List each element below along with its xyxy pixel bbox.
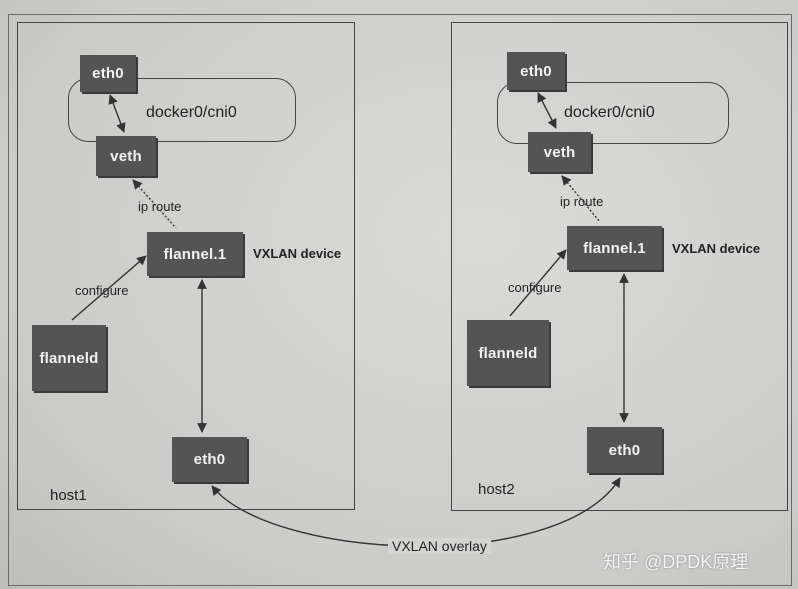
host1-flanneld[interactable]: flanneld	[32, 325, 106, 391]
host1-bridge-label: docker0/cni0	[146, 104, 237, 121]
watermark: 知乎 @DPDK原理	[603, 552, 749, 572]
host1-flannel[interactable]: flannel.1	[147, 232, 243, 276]
host1-ip-route-label: ip route	[138, 199, 182, 214]
host2-vxlan-device-label: VXLAN device	[672, 241, 761, 256]
host2-bridge-box	[497, 82, 729, 144]
host1-eth0-top[interactable]: eth0	[80, 55, 136, 92]
host1-label: host1	[50, 487, 87, 504]
host2-eth0-bottom[interactable]: eth0	[587, 427, 662, 473]
vxlan-overlay-label: VXLAN overlay	[388, 538, 491, 554]
host1-eth0-veth-arrow	[108, 94, 126, 133]
host1-eth0-bottom[interactable]: eth0	[172, 437, 247, 482]
host1-bridge-box	[68, 78, 296, 142]
host2-veth-flannel-arrow	[561, 175, 601, 223]
host1-configure-label: configure	[75, 283, 129, 298]
host1-flanneld-flannel-arrow	[71, 255, 147, 321]
host2-ip-route-label: ip route	[560, 194, 604, 209]
host2-eth0-top[interactable]: eth0	[507, 52, 565, 90]
host1-vxlan-device-label: VXLAN device	[253, 246, 342, 261]
host1-veth-flannel-arrow	[132, 179, 177, 229]
vxlan-overlay-curve	[211, 477, 621, 547]
host2-flanneld[interactable]: flanneld	[467, 320, 549, 386]
host2-bridge-label: docker0/cni0	[564, 104, 655, 121]
host2-box	[451, 22, 788, 511]
host2-veth[interactable]: veth	[528, 132, 591, 172]
host1-box	[17, 22, 355, 510]
host2-flannel[interactable]: flannel.1	[567, 226, 662, 270]
outer-frame	[8, 14, 792, 586]
host1-veth[interactable]: veth	[96, 136, 156, 176]
host2-eth0-veth-arrow	[537, 92, 557, 129]
host2-flanneld-flannel-arrow	[509, 249, 567, 317]
